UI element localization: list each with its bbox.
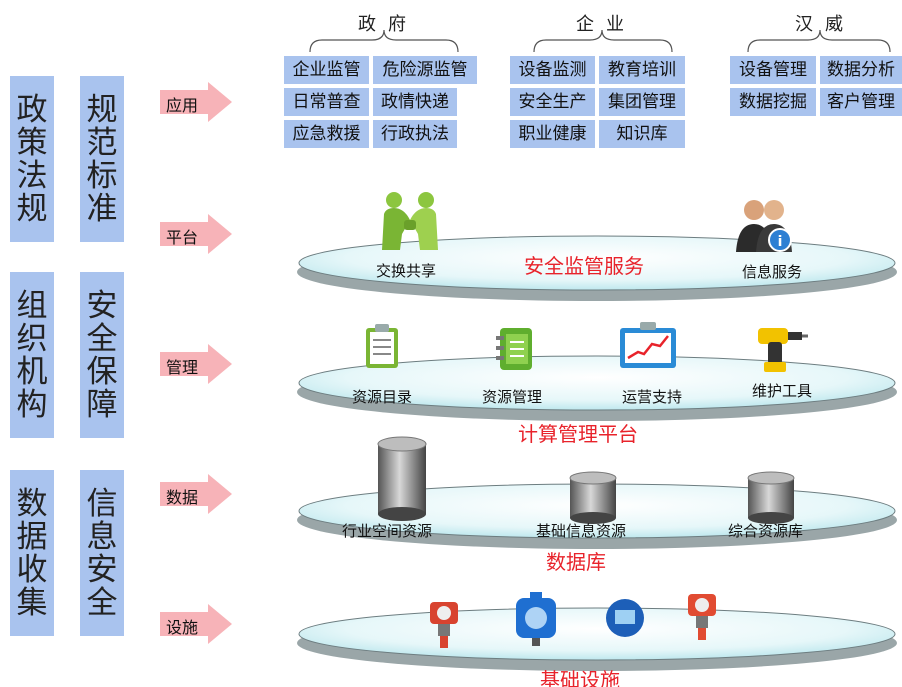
app-cell: 日常普查 xyxy=(284,88,369,116)
layer-arrow-facility: 设施 xyxy=(160,604,232,644)
app-cell: 安全生产 xyxy=(510,88,595,116)
info-security-label: 信息安全 xyxy=(86,486,118,621)
security-guarantee-label: 安全保障 xyxy=(86,288,118,423)
data-collection-label: 数据收集 xyxy=(16,486,48,621)
app-cell: 危险源监管 xyxy=(373,56,477,84)
app-cell: 数据挖掘 xyxy=(730,88,816,116)
app-cell: 数据分析 xyxy=(820,56,902,84)
clipboard-list-icon xyxy=(366,324,398,368)
svg-text:i: i xyxy=(778,234,783,250)
layer-arrow-application: 应用 xyxy=(160,82,232,122)
database-title: 数据库 xyxy=(546,550,606,574)
gas-detector-icon xyxy=(430,602,458,648)
drill-tool-icon xyxy=(758,328,808,372)
app-cell: 客户管理 xyxy=(820,88,902,116)
management-title: 计算管理平台 xyxy=(518,422,638,446)
facility-ellipse xyxy=(298,607,896,661)
organization-label: 组织机构 xyxy=(16,288,48,423)
app-cell: 知识库 xyxy=(599,120,685,148)
layer-label-facility: 设施 xyxy=(166,618,199,637)
people-info-icon: i xyxy=(736,200,792,252)
layer-label-application: 应用 xyxy=(166,96,199,115)
layer-label-management: 管理 xyxy=(166,358,199,377)
db-item-comprehensive: 综合资源库 xyxy=(728,522,804,540)
group-braces xyxy=(309,29,891,53)
group-title-hanwei: 汉威 xyxy=(795,14,855,35)
database-cylinder-icon xyxy=(569,471,617,524)
platform-title: 安全监管服务 xyxy=(524,254,644,278)
mgmt-item-resource-management: 资源管理 xyxy=(482,388,543,406)
security-guarantee-box: 安全保障 xyxy=(80,272,124,438)
policy-regulation-box: 政策法规 xyxy=(10,76,54,242)
app-cell: 职业健康 xyxy=(510,120,595,148)
layer-label-platform: 平台 xyxy=(166,228,199,247)
notebook-icon xyxy=(496,328,532,370)
standard-spec-box: 规范标准 xyxy=(80,76,124,242)
db-item-industry-spatial: 行业空间资源 xyxy=(342,522,433,540)
info-security-box: 信息安全 xyxy=(80,470,124,636)
database-cylinder-icon xyxy=(377,436,427,521)
gas-detector-icon xyxy=(688,594,716,640)
app-cell: 设备管理 xyxy=(730,56,816,84)
mgmt-item-operations-support: 运营支持 xyxy=(622,388,683,406)
platform-item-exchange: 交换共享 xyxy=(376,262,437,280)
mgmt-item-maintenance-tools: 维护工具 xyxy=(752,382,813,400)
management-ellipse xyxy=(298,355,896,411)
platform-item-info-service: 信息服务 xyxy=(742,263,803,281)
gas-detector-icon xyxy=(606,599,644,637)
gas-detector-icon xyxy=(516,592,556,646)
layer-arrow-platform: 平台 xyxy=(160,214,232,254)
app-cell: 应急救援 xyxy=(284,120,369,148)
mgmt-item-resource-catalog: 资源目录 xyxy=(352,388,413,406)
app-cell: 企业监管 xyxy=(284,56,369,84)
facility-title: 基础设施 xyxy=(540,668,620,687)
app-cell: 集团管理 xyxy=(599,88,685,116)
group-title-enterprise: 企业 xyxy=(576,14,636,35)
app-cell: 政情快递 xyxy=(373,88,457,116)
group-title-government: 政府 xyxy=(358,14,418,35)
data-collection-box: 数据收集 xyxy=(10,470,54,636)
policy-regulation-label: 政策法规 xyxy=(16,92,48,227)
layer-arrow-management: 管理 xyxy=(160,344,232,384)
chart-board-icon xyxy=(620,322,676,368)
layer-label-data: 数据 xyxy=(166,488,199,507)
app-cell: 行政执法 xyxy=(373,120,457,148)
organization-box: 组织机构 xyxy=(10,272,54,438)
app-cell: 设备监测 xyxy=(510,56,595,84)
layer-arrow-data: 数据 xyxy=(160,474,232,514)
handshake-icon xyxy=(382,192,438,250)
standard-spec-label: 规范标准 xyxy=(86,92,118,227)
database-cylinder-icon xyxy=(747,471,795,524)
db-item-basic-info: 基础信息资源 xyxy=(536,522,627,540)
app-cell: 教育培训 xyxy=(599,56,685,84)
